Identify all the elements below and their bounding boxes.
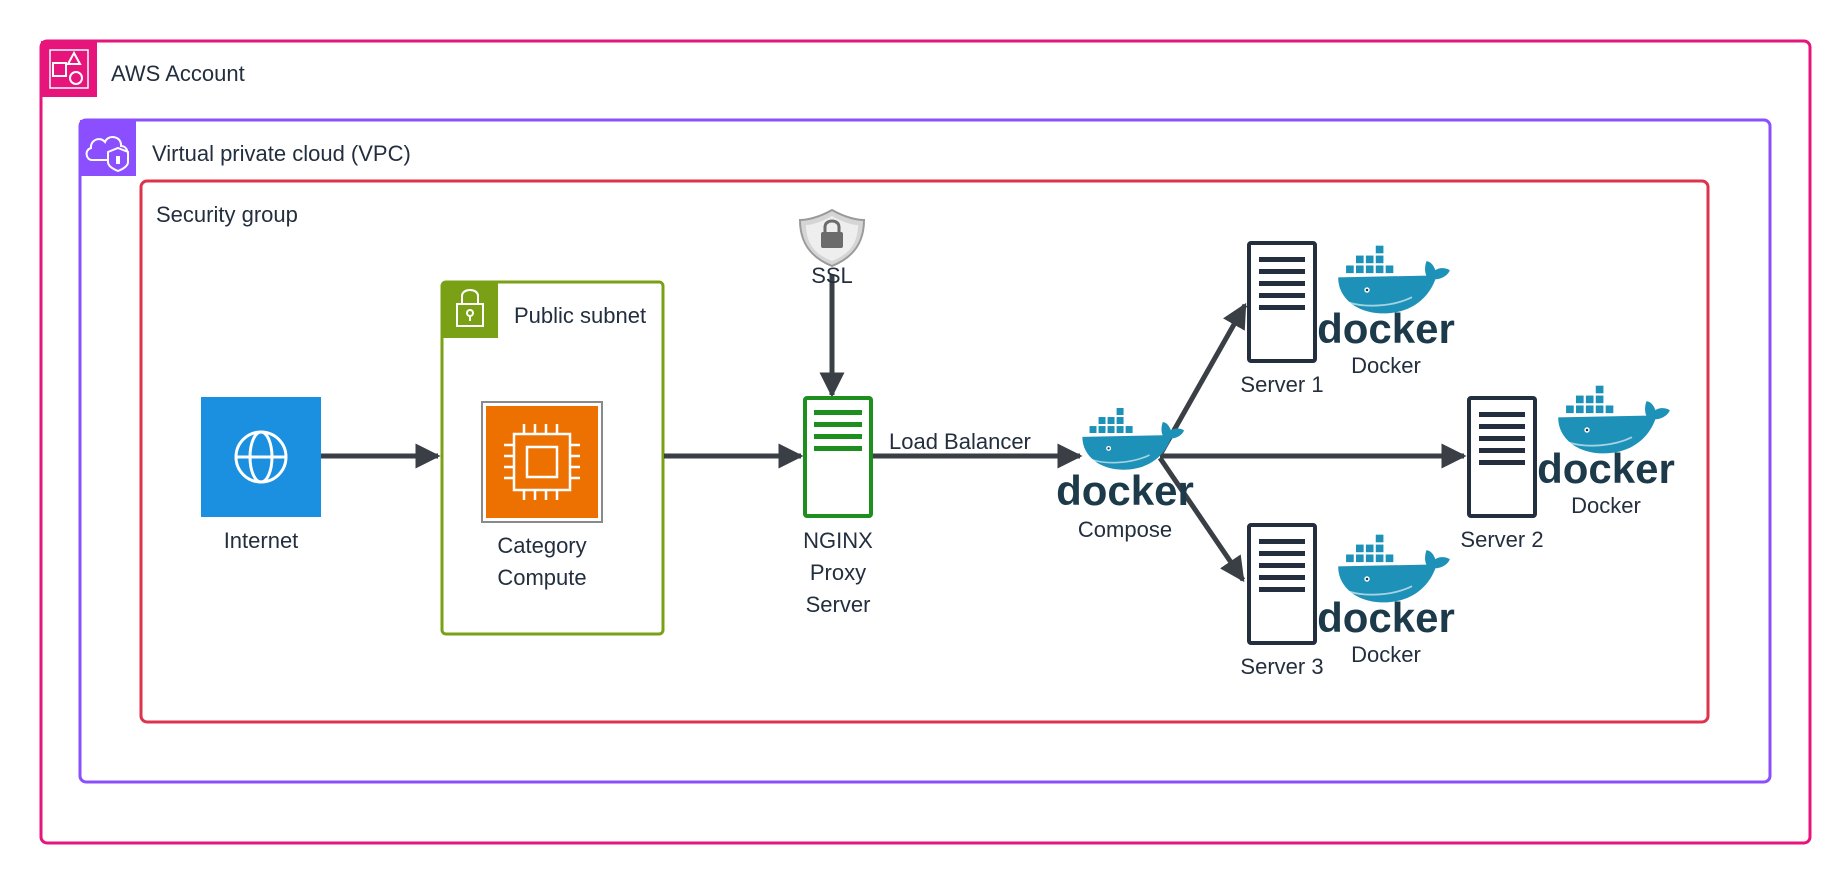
nginx-server-icon <box>803 396 873 518</box>
server2-node: Server 2 docker Docker <box>1460 384 1675 552</box>
aws-account-label: AWS Account <box>111 61 245 86</box>
compute-label-line2: Compute <box>497 565 586 590</box>
aws-account-group: AWS Account <box>39 39 1812 845</box>
server3-docker-wordmark: docker <box>1317 594 1455 641</box>
server2-icon <box>1467 396 1537 518</box>
nginx-label-line1: NGINX <box>803 528 873 553</box>
server1-docker-whale-icon <box>1337 244 1451 315</box>
server2-docker-whale-icon <box>1557 384 1671 455</box>
public-subnet-group: Public subnet <box>440 280 665 636</box>
compute-label-line1: Category <box>497 533 586 558</box>
connectors <box>321 275 1467 583</box>
docker-wordmark: docker <box>1056 467 1194 514</box>
server1-docker-wordmark: docker <box>1317 305 1455 352</box>
aws-account-icon <box>41 41 97 97</box>
ssl-label: SSL <box>811 263 853 288</box>
vpc-label: Virtual private cloud (VPC) <box>152 141 411 166</box>
public-subnet-label: Public subnet <box>514 303 646 328</box>
server3-icon <box>1247 523 1317 645</box>
docker-whale-icon <box>1081 406 1185 471</box>
nginx-label-line2: Proxy <box>810 560 866 585</box>
globe-icon <box>234 430 288 484</box>
server3-node: Server 3 docker Docker <box>1240 523 1455 679</box>
chip-icon <box>504 424 580 500</box>
server1-label: Server 1 <box>1240 372 1323 397</box>
internet-node: Internet <box>201 397 321 553</box>
security-group-label: Security group <box>156 202 298 227</box>
server3-label: Server 3 <box>1240 654 1323 679</box>
server3-docker-label: Docker <box>1351 642 1421 667</box>
vpc-group: Virtual private cloud (VPC) <box>78 118 1772 784</box>
server1-docker-label: Docker <box>1351 353 1421 378</box>
security-group: Security group <box>139 179 1710 724</box>
lock-icon <box>442 282 498 338</box>
server1-node: Server 1 docker Docker <box>1240 241 1455 397</box>
server2-docker-wordmark: docker <box>1537 445 1675 492</box>
server2-docker-label: Docker <box>1571 493 1641 518</box>
nginx-label-line3: Server <box>806 592 871 617</box>
compute-node: Category Compute <box>481 401 603 590</box>
vpc-cloud-icon <box>80 120 136 176</box>
server2-label: Server 2 <box>1460 527 1543 552</box>
compose-label: Compose <box>1078 517 1172 542</box>
docker-compose-node: docker Compose <box>1056 406 1194 542</box>
server3-docker-whale-icon <box>1337 533 1451 604</box>
edge-compose-server3 <box>1157 456 1246 583</box>
server1-icon <box>1247 241 1317 363</box>
internet-label: Internet <box>224 528 299 553</box>
nginx-node: NGINX Proxy Server <box>803 396 873 617</box>
load-balancer-label: Load Balancer <box>889 429 1031 454</box>
ssl-node: SSL <box>798 208 866 288</box>
ssl-shield-icon <box>798 208 866 268</box>
